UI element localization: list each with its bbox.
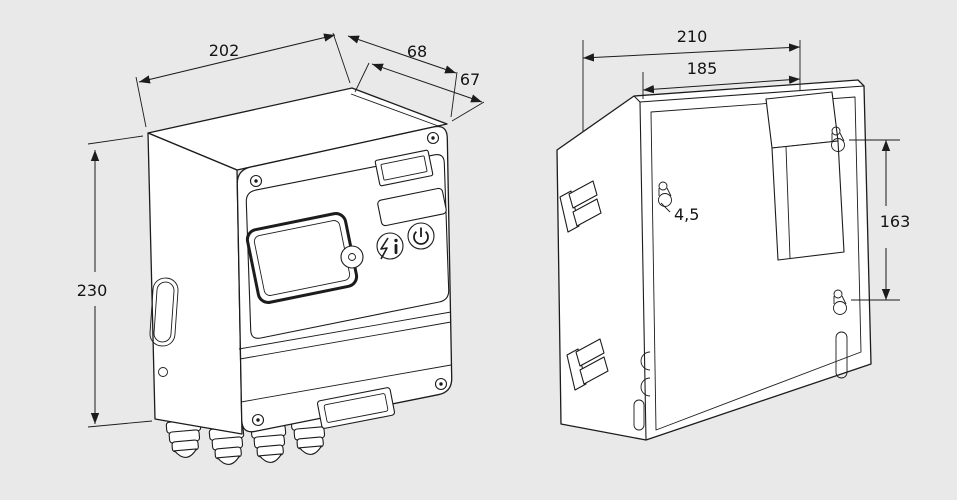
power-button[interactable] xyxy=(407,222,435,250)
rear-face-top-edge xyxy=(639,85,865,103)
dimension-line-depth-front xyxy=(371,63,483,103)
cable-gland xyxy=(290,416,327,455)
front-view-drawing xyxy=(147,87,453,465)
dimension-line-width xyxy=(138,33,336,84)
cable-glands xyxy=(165,416,327,465)
cutout-opening xyxy=(771,140,845,261)
dim-front-width: 202 xyxy=(209,41,240,60)
control-panel-outline xyxy=(245,154,450,339)
reset-button[interactable] xyxy=(340,245,364,269)
rear-face-left-edge xyxy=(639,101,647,441)
side-recess xyxy=(149,277,179,347)
cable-entry-cutout xyxy=(765,91,845,261)
screw xyxy=(426,131,440,145)
mounting-keyhole-top-right xyxy=(831,126,845,152)
dim-back-hole-diameter: 4,5 xyxy=(674,205,699,224)
dim-back-width-inner: 185 xyxy=(687,59,718,78)
slot-bottom-left xyxy=(633,399,645,431)
dim-front-depth-top: 68 xyxy=(407,42,427,61)
door-seams xyxy=(238,311,452,403)
power-icon xyxy=(413,227,429,245)
front-corner-screws xyxy=(249,131,448,427)
hinge-bottom xyxy=(566,338,609,391)
left-side-face xyxy=(147,132,243,435)
screw xyxy=(434,377,448,391)
hinge-top xyxy=(559,180,602,233)
dim-front-height: 230 xyxy=(77,281,108,300)
hole-leader-line xyxy=(660,202,671,213)
dimension-line-width-overall xyxy=(582,43,801,62)
display-window-top xyxy=(374,149,434,187)
info-button[interactable] xyxy=(376,232,404,260)
lightning-info-icon xyxy=(380,237,398,260)
display-window-mid xyxy=(377,187,447,227)
cutout-flap xyxy=(765,91,839,149)
dimension-annotations: 202 68 67 230 210 185 4,5 163 xyxy=(77,27,911,428)
side-screw xyxy=(158,367,168,377)
slot-bottom-right xyxy=(835,331,848,379)
screw xyxy=(251,413,265,427)
retaining-hooks xyxy=(640,351,651,397)
top-face-seam xyxy=(350,93,442,128)
mounting-keyhole-bottom-right xyxy=(833,289,847,315)
dim-front-depth-front: 67 xyxy=(460,70,480,89)
dim-back-width-overall: 210 xyxy=(677,27,708,46)
bottom-flange-plate xyxy=(316,387,396,429)
screw xyxy=(249,174,263,188)
reset-dot-icon xyxy=(348,253,356,261)
dim-back-hole-spacing: 163 xyxy=(880,212,911,231)
dimension-line-width-inner xyxy=(642,75,801,94)
